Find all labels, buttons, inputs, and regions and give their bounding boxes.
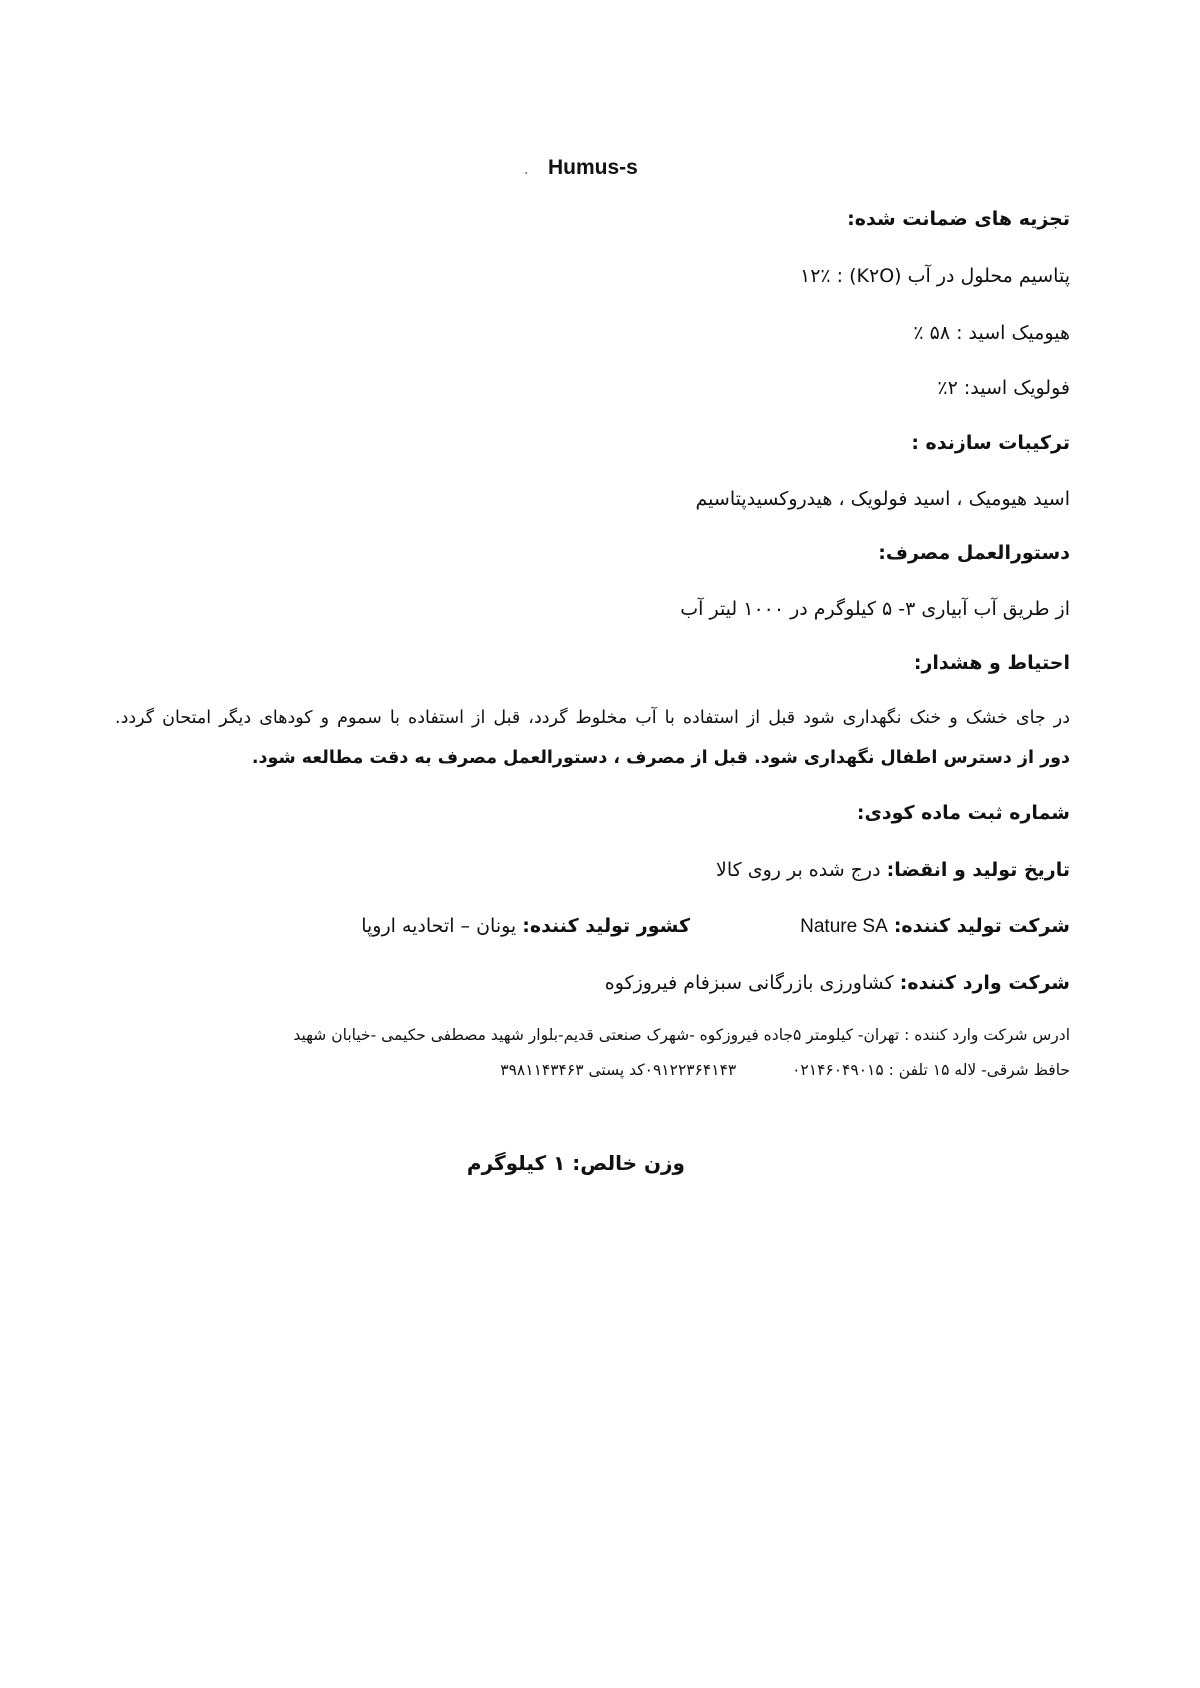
warning-line-1: در جای خشک و خنک نگهداری شود قبل از استف… (115, 708, 1070, 728)
warning-line-2: دور از دسترس اطفال نگهداری شود. قبل از م… (251, 748, 1070, 768)
dates-row: تاریخ تولید و انقضا: درج شده بر روی کالا (716, 857, 1070, 883)
humic-acid-line: هیومیک اسید : ۵۸ ٪ (913, 322, 1070, 344)
usage-heading: دستورالعمل مصرف: (878, 542, 1070, 564)
manufacturer-value: Nature SA (800, 916, 888, 937)
net-weight: وزن خالص: ۱ کیلوگرم (466, 1151, 685, 1175)
address-phone-2: ۰۹۱۲۲۳۶۴۱۴۳ (644, 1061, 737, 1079)
importer-label: شرکت وارد کننده: (899, 972, 1070, 994)
composition-heading: ترکیبات سازنده : (911, 432, 1070, 454)
address-line-1: ادرس شرکت وارد کننده : تهران- کیلومتر ۵ج… (293, 1026, 1070, 1044)
address-phone-1: ۰۲۱۴۶۰۴۹۰۱۵ (792, 1061, 884, 1079)
product-title: Humus-s (548, 156, 638, 179)
dates-value: درج شده بر روی کالا (715, 859, 881, 881)
manufacturer-label: شرکت تولید کننده: (893, 915, 1070, 937)
country-value: یونان – اتحادیه اروپا (361, 915, 517, 937)
dates-label: تاریخ تولید و انقضا: (886, 859, 1070, 881)
title-dot: . (524, 162, 529, 178)
address-prefix: حافظ شرقی- لاله ۱۵ تلفن : (888, 1061, 1070, 1079)
importer-value: کشاورزی بازرگانی سبزفام فیروزکوه (604, 972, 894, 994)
importer-row: شرکت وارد کننده: کشاورزی بازرگانی سبزفام… (605, 970, 1070, 996)
country-label: کشور تولید کننده: (522, 915, 690, 937)
address-line-2: حافظ شرقی- لاله ۱۵ تلفن : ۰۲۱۴۶۰۴۹۰۱۵ ۰۹… (500, 1057, 1070, 1083)
address-postal-code: ۳۹۸۱۱۴۳۴۶۳ (500, 1061, 584, 1079)
fulvic-acid-line: فولویک اسید: ۲٪ (937, 377, 1070, 399)
address-postal-label: کد پستی (588, 1061, 645, 1079)
warning-heading: احتیاط و هشدار: (913, 652, 1070, 674)
registration-heading: شماره ثبت ماده کودی: (856, 802, 1070, 824)
composition-text: اسید هیومیک ، اسید فولویک ، هیدروکسیدپتا… (695, 488, 1070, 510)
country-row: کشور تولید کننده: یونان – اتحادیه اروپا (361, 913, 690, 939)
guaranteed-analysis-heading: تجزیه های ضمانت شده: (847, 208, 1070, 230)
usage-text: از طریق آب آبیاری ۳- ۵ کیلوگرم در ۱۰۰۰ ل… (680, 598, 1070, 620)
potassium-line: پتاسیم محلول در آب (K۲O) : ۱۲٪ (800, 265, 1070, 287)
manufacturer-row: شرکت تولید کننده: Nature SA (800, 913, 1070, 940)
